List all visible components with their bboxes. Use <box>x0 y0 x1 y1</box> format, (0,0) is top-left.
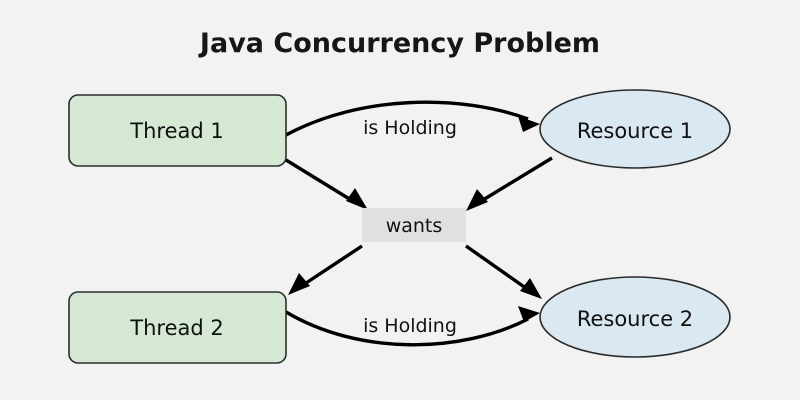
edge-wants-resource2 <box>465 244 542 299</box>
node-wants[interactable]: wants <box>362 208 466 242</box>
resource-2-label: Resource 2 <box>577 307 693 331</box>
edge-wants-thread2 <box>288 244 363 295</box>
edge-thread1-holds-resource1 <box>285 100 540 137</box>
page-title: Java Concurrency Problem <box>198 28 600 59</box>
arrow-head-icon <box>520 278 542 299</box>
edge-path-resource1-wants <box>477 156 553 205</box>
edge-path-wants-resource2 <box>465 244 531 293</box>
resource-2-shape[interactable] <box>539 276 731 358</box>
arrow-head-icon <box>466 189 488 211</box>
thread-2-label: Thread 2 <box>129 316 223 340</box>
thread-2-shape[interactable] <box>68 291 287 364</box>
arrow-head-icon <box>518 116 540 132</box>
edge-resource1-wants <box>466 156 553 211</box>
edge-path-thread1-wants <box>285 158 357 205</box>
edge-path-thread2-resource2 <box>285 310 529 347</box>
resource-1-label: Resource 1 <box>577 119 693 143</box>
node-resource-2[interactable]: Resource 2 <box>539 276 731 358</box>
wants-shape[interactable] <box>362 208 466 242</box>
edge-thread2-holds-resource2 <box>285 306 540 347</box>
arrow-head-icon <box>518 306 540 322</box>
edge-path-wants-thread2 <box>299 244 363 289</box>
edge-path-thread1-resource1 <box>285 100 529 137</box>
edge-thread1-wants <box>285 158 368 210</box>
arrow-head-icon <box>346 188 368 210</box>
resource-1-shape[interactable] <box>539 89 731 169</box>
node-resource-1[interactable]: Resource 1 <box>539 89 731 169</box>
wants-label: wants <box>386 215 443 237</box>
edge-label-top-is-holding: is Holding <box>363 117 457 139</box>
node-thread-1[interactable]: Thread 1 <box>68 94 287 167</box>
edge-label-bottom-is-holding: is Holding <box>363 315 457 337</box>
arrow-head-icon <box>288 273 310 295</box>
thread-1-shape[interactable] <box>68 94 287 167</box>
thread-1-label: Thread 1 <box>129 119 223 143</box>
node-thread-2[interactable]: Thread 2 <box>68 291 287 364</box>
